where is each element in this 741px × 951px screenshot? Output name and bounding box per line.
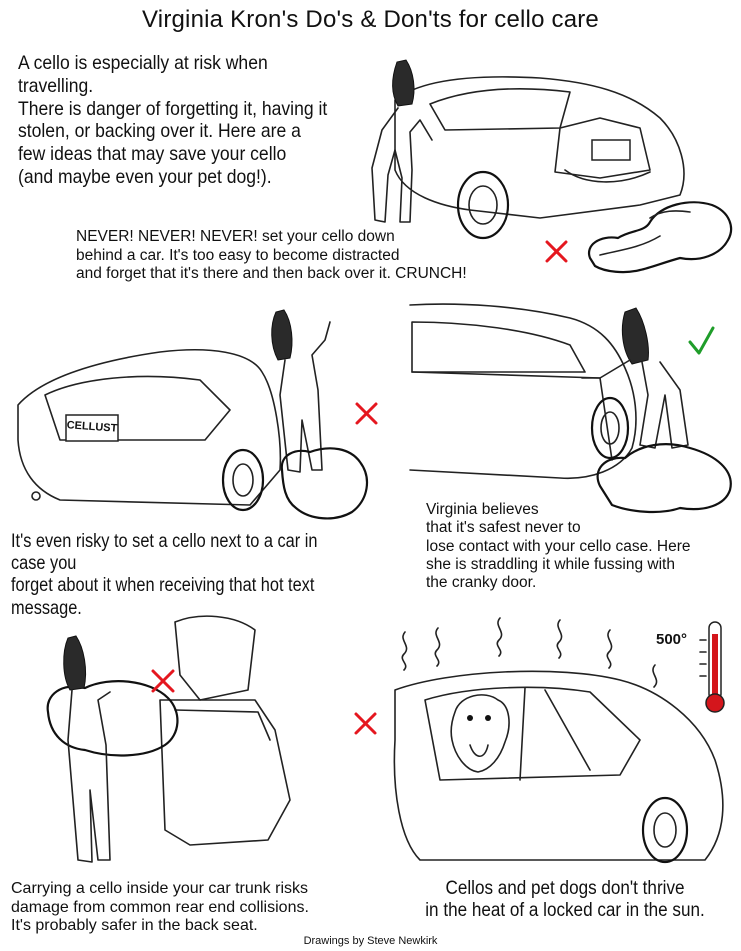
check-mark [688, 326, 715, 355]
cello-case-4 [46, 680, 179, 757]
car-body-3 [409, 303, 637, 480]
car-wheel-2 [221, 448, 265, 512]
cello-case [587, 201, 733, 274]
thermometer-icon [699, 621, 725, 713]
heat-waves [401, 617, 658, 688]
caption-next-to-car: It's even risky to set a cello next to a… [11, 531, 318, 619]
cello-case-3 [596, 443, 732, 514]
cello-case-2 [280, 447, 369, 520]
panel3-drawing [409, 303, 732, 514]
woman-hair-4 [63, 635, 87, 691]
car-plate-2 [65, 414, 119, 442]
car-wheel-5 [641, 796, 689, 864]
temperature-label: 500° [656, 631, 688, 648]
car-plate [591, 139, 631, 161]
woman-hair-2 [271, 309, 293, 361]
drawings-credit: Drawings by Steve Newkirk [303, 935, 438, 947]
car-body [394, 76, 685, 219]
panel4-drawing [46, 615, 291, 863]
car-body-5 [393, 670, 724, 861]
caption-trunk: Carrying a cello inside your car trunk r… [11, 880, 309, 935]
woman-hair [392, 59, 415, 107]
intro-text: A cello is especially at risk when trave… [18, 52, 328, 189]
panel2-drawing [17, 309, 378, 520]
car-trunk [174, 615, 256, 701]
car-wheel [456, 170, 510, 240]
panel5-drawing [354, 617, 725, 864]
car-body-2 [17, 349, 282, 506]
caption-locked-car: Cellos and pet dogs don't thrive in the … [425, 878, 705, 922]
page-title: Virginia Kron's Do's & Don'ts for cello … [142, 6, 599, 33]
car-wheel-3 [590, 396, 630, 460]
panel1-drawing [371, 59, 733, 274]
woman-hair-3 [621, 307, 649, 365]
dog [450, 694, 510, 773]
caption-behind-car: NEVER! NEVER! NEVER! set your cello down… [76, 228, 467, 283]
caption-straddle-case: Virginia believes that it's safest never… [426, 501, 691, 592]
